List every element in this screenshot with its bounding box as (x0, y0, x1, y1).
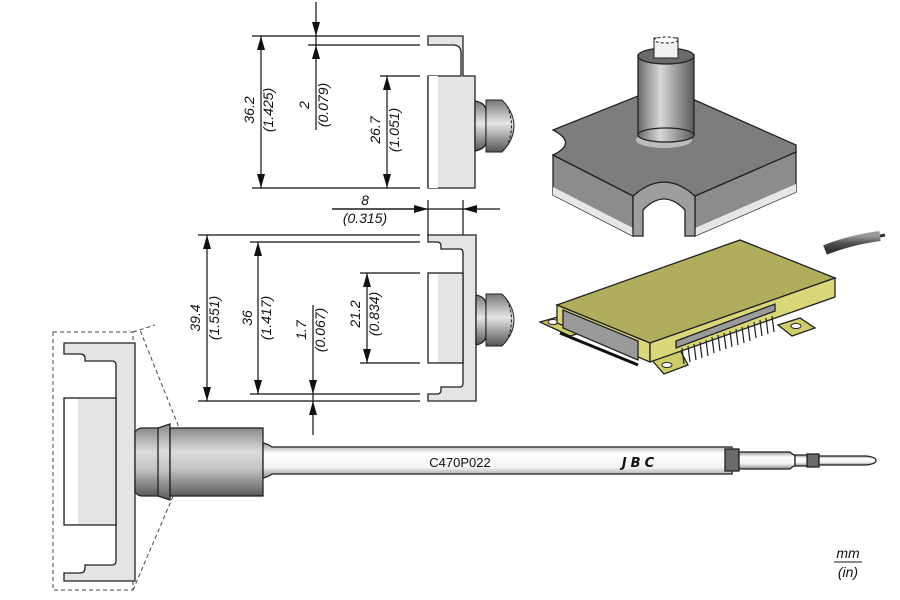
tip-shank-end (794, 454, 808, 467)
component-window (562, 309, 639, 361)
units-legend: mm (in) (834, 545, 862, 580)
tip-band (806, 453, 820, 468)
dim-depth-in: (0.315) (343, 210, 387, 226)
bottom-pins (559, 331, 639, 367)
isometric-tip-view (551, 36, 797, 238)
tip-profile-bottom (427, 234, 477, 402)
dim-overall-height-in: (1.551) (206, 296, 222, 340)
fiber-cable (823, 231, 881, 255)
tip-collar (724, 448, 740, 472)
tip-neck (134, 427, 161, 497)
tip-knob (474, 100, 487, 152)
detail-callout-box (52, 331, 134, 591)
arrow-head (309, 380, 317, 394)
dim-inner-span-mm: 36 (239, 310, 255, 326)
dim-lip-in: (0.067) (312, 308, 328, 352)
part-number-label: C470P022 (429, 455, 490, 470)
break-line (506, 105, 512, 147)
arrow-head (312, 45, 320, 59)
highlight (429, 274, 438, 362)
connector-strip (675, 303, 776, 349)
arrow-head (383, 174, 391, 188)
arrow-head (257, 36, 265, 50)
cylinder-base (637, 127, 695, 143)
dim-inner-height-in: (0.834) (366, 292, 382, 336)
block-base-strip (695, 184, 796, 236)
arrow-head (203, 235, 211, 249)
fiber-end (879, 233, 886, 238)
arrow-head (254, 242, 262, 256)
bottom-section-view: 39.4 (1.551) 36 (1.417) 1.7 (0.067) 21.2… (187, 234, 515, 435)
arrow-head (312, 22, 320, 36)
tip-knob-head (485, 293, 515, 347)
tip-side-view: C470P022 JBC (52, 324, 877, 591)
arrow-head (254, 380, 262, 394)
dim-lip-mm: 1.7 (293, 319, 309, 340)
tip-body (169, 427, 264, 497)
highlight (65, 399, 78, 524)
arrow-head (463, 205, 477, 213)
unit-mm: mm (836, 545, 860, 561)
top-section-view: 36.2 (1.425) 2 (0.079) 26.7 (1.051) (241, 2, 515, 189)
tip-neck-flare (157, 423, 171, 501)
arrow-head (383, 76, 391, 90)
mounting-hole (661, 362, 673, 368)
callout-line (132, 324, 156, 333)
dim-depth-mm: 8 (361, 192, 369, 208)
arrow-head (363, 273, 371, 287)
electronic-component (538, 231, 886, 375)
break-line (506, 299, 512, 341)
tip-shaft (262, 442, 733, 479)
tip-shank (738, 451, 796, 470)
dim-inner-height-in: (1.051) (386, 108, 402, 152)
dim-overall-height-mm: 36.2 (241, 96, 257, 123)
dim-flange-mm: 2 (296, 101, 312, 110)
connector-pins (681, 315, 775, 365)
unit-in: (in) (838, 564, 858, 580)
tip-head-profile (63, 342, 136, 582)
brand-logo: JBC (619, 456, 658, 471)
block-base-strip (553, 187, 633, 236)
highlight (428, 76, 438, 188)
tip-point (818, 455, 877, 466)
arrow-head (257, 174, 265, 188)
mounting-hole (790, 323, 802, 329)
dim-inner-height-mm: 21.2 (347, 300, 363, 328)
arrow-head (309, 401, 317, 415)
dim-overall-height-mm: 39.4 (187, 304, 203, 331)
depth-dimension: 8 (0.315) (332, 192, 500, 238)
break-line (653, 36, 679, 44)
dim-overall-height-in: (1.425) (260, 88, 276, 132)
arrow-head (203, 387, 211, 401)
dim-inner-span-in: (1.417) (258, 296, 274, 340)
dim-inner-height-mm: 26.7 (367, 115, 383, 144)
cylinder-body (637, 54, 695, 136)
tip-knob-head (485, 99, 515, 153)
tip-knob (475, 294, 487, 346)
dim-flange-in: (0.079) (315, 83, 331, 127)
arrow-head (414, 205, 428, 213)
block-arch (632, 181, 696, 237)
arrow-head (363, 349, 371, 363)
